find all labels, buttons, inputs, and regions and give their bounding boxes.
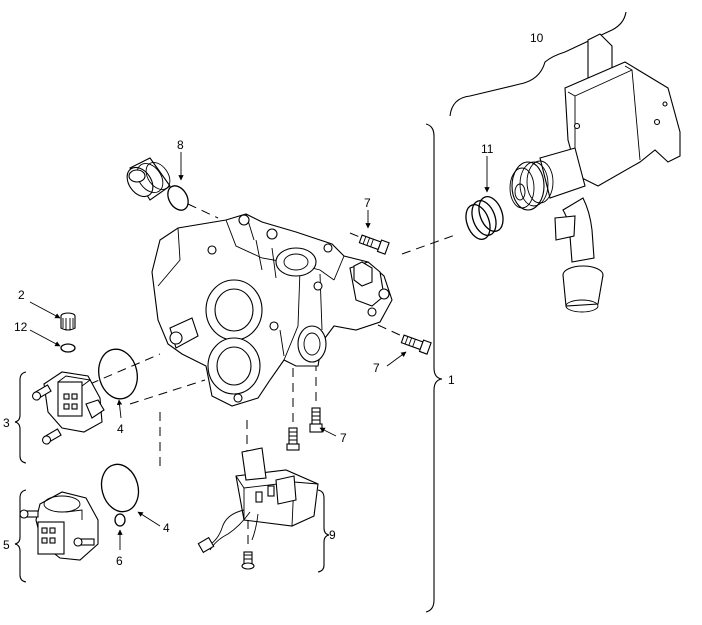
bracket-assembly-9 <box>317 489 330 573</box>
callout-1: 1 <box>448 373 455 387</box>
callout-3: 3 <box>3 416 10 430</box>
callout-4-upper: 4 <box>117 422 124 436</box>
callout-9: 9 <box>329 528 336 542</box>
callout-5: 5 <box>3 538 10 552</box>
washer-part-12 <box>60 343 76 353</box>
solenoid-part-3 <box>31 371 105 445</box>
callout-10: 10 <box>530 31 544 45</box>
alignment-lines <box>89 203 459 546</box>
callout-11: 11 <box>481 142 494 156</box>
leader-lines <box>29 152 490 550</box>
gas-valve-body <box>151 213 393 407</box>
bracket-assembly-5 <box>14 489 27 583</box>
o-rings-part-11 <box>465 196 504 240</box>
filter-part-8 <box>126 157 189 211</box>
o-ring-upper <box>98 348 138 400</box>
screws-part-7 <box>286 234 432 451</box>
callout-7-top: 7 <box>364 196 371 210</box>
bracket-assembly-3 <box>14 371 27 464</box>
washer-part-6 <box>114 513 126 527</box>
switch-block-part-9 <box>197 447 319 570</box>
callout-2: 2 <box>18 288 25 302</box>
bracket-assembly-1 <box>425 123 443 613</box>
callout-8: 8 <box>177 138 184 152</box>
callout-12: 12 <box>14 320 28 334</box>
callout-6: 6 <box>116 554 123 568</box>
modulator-part-5 <box>19 491 99 561</box>
callout-4-lower: 4 <box>163 521 170 535</box>
outlet-bracket-pipe <box>509 33 681 313</box>
bracket-assembly-10 <box>449 11 627 117</box>
callout-7-bottom: 7 <box>340 431 347 445</box>
o-ring-lower <box>100 463 140 513</box>
cap-part-2 <box>60 312 76 331</box>
callout-7-right: 7 <box>373 361 380 375</box>
